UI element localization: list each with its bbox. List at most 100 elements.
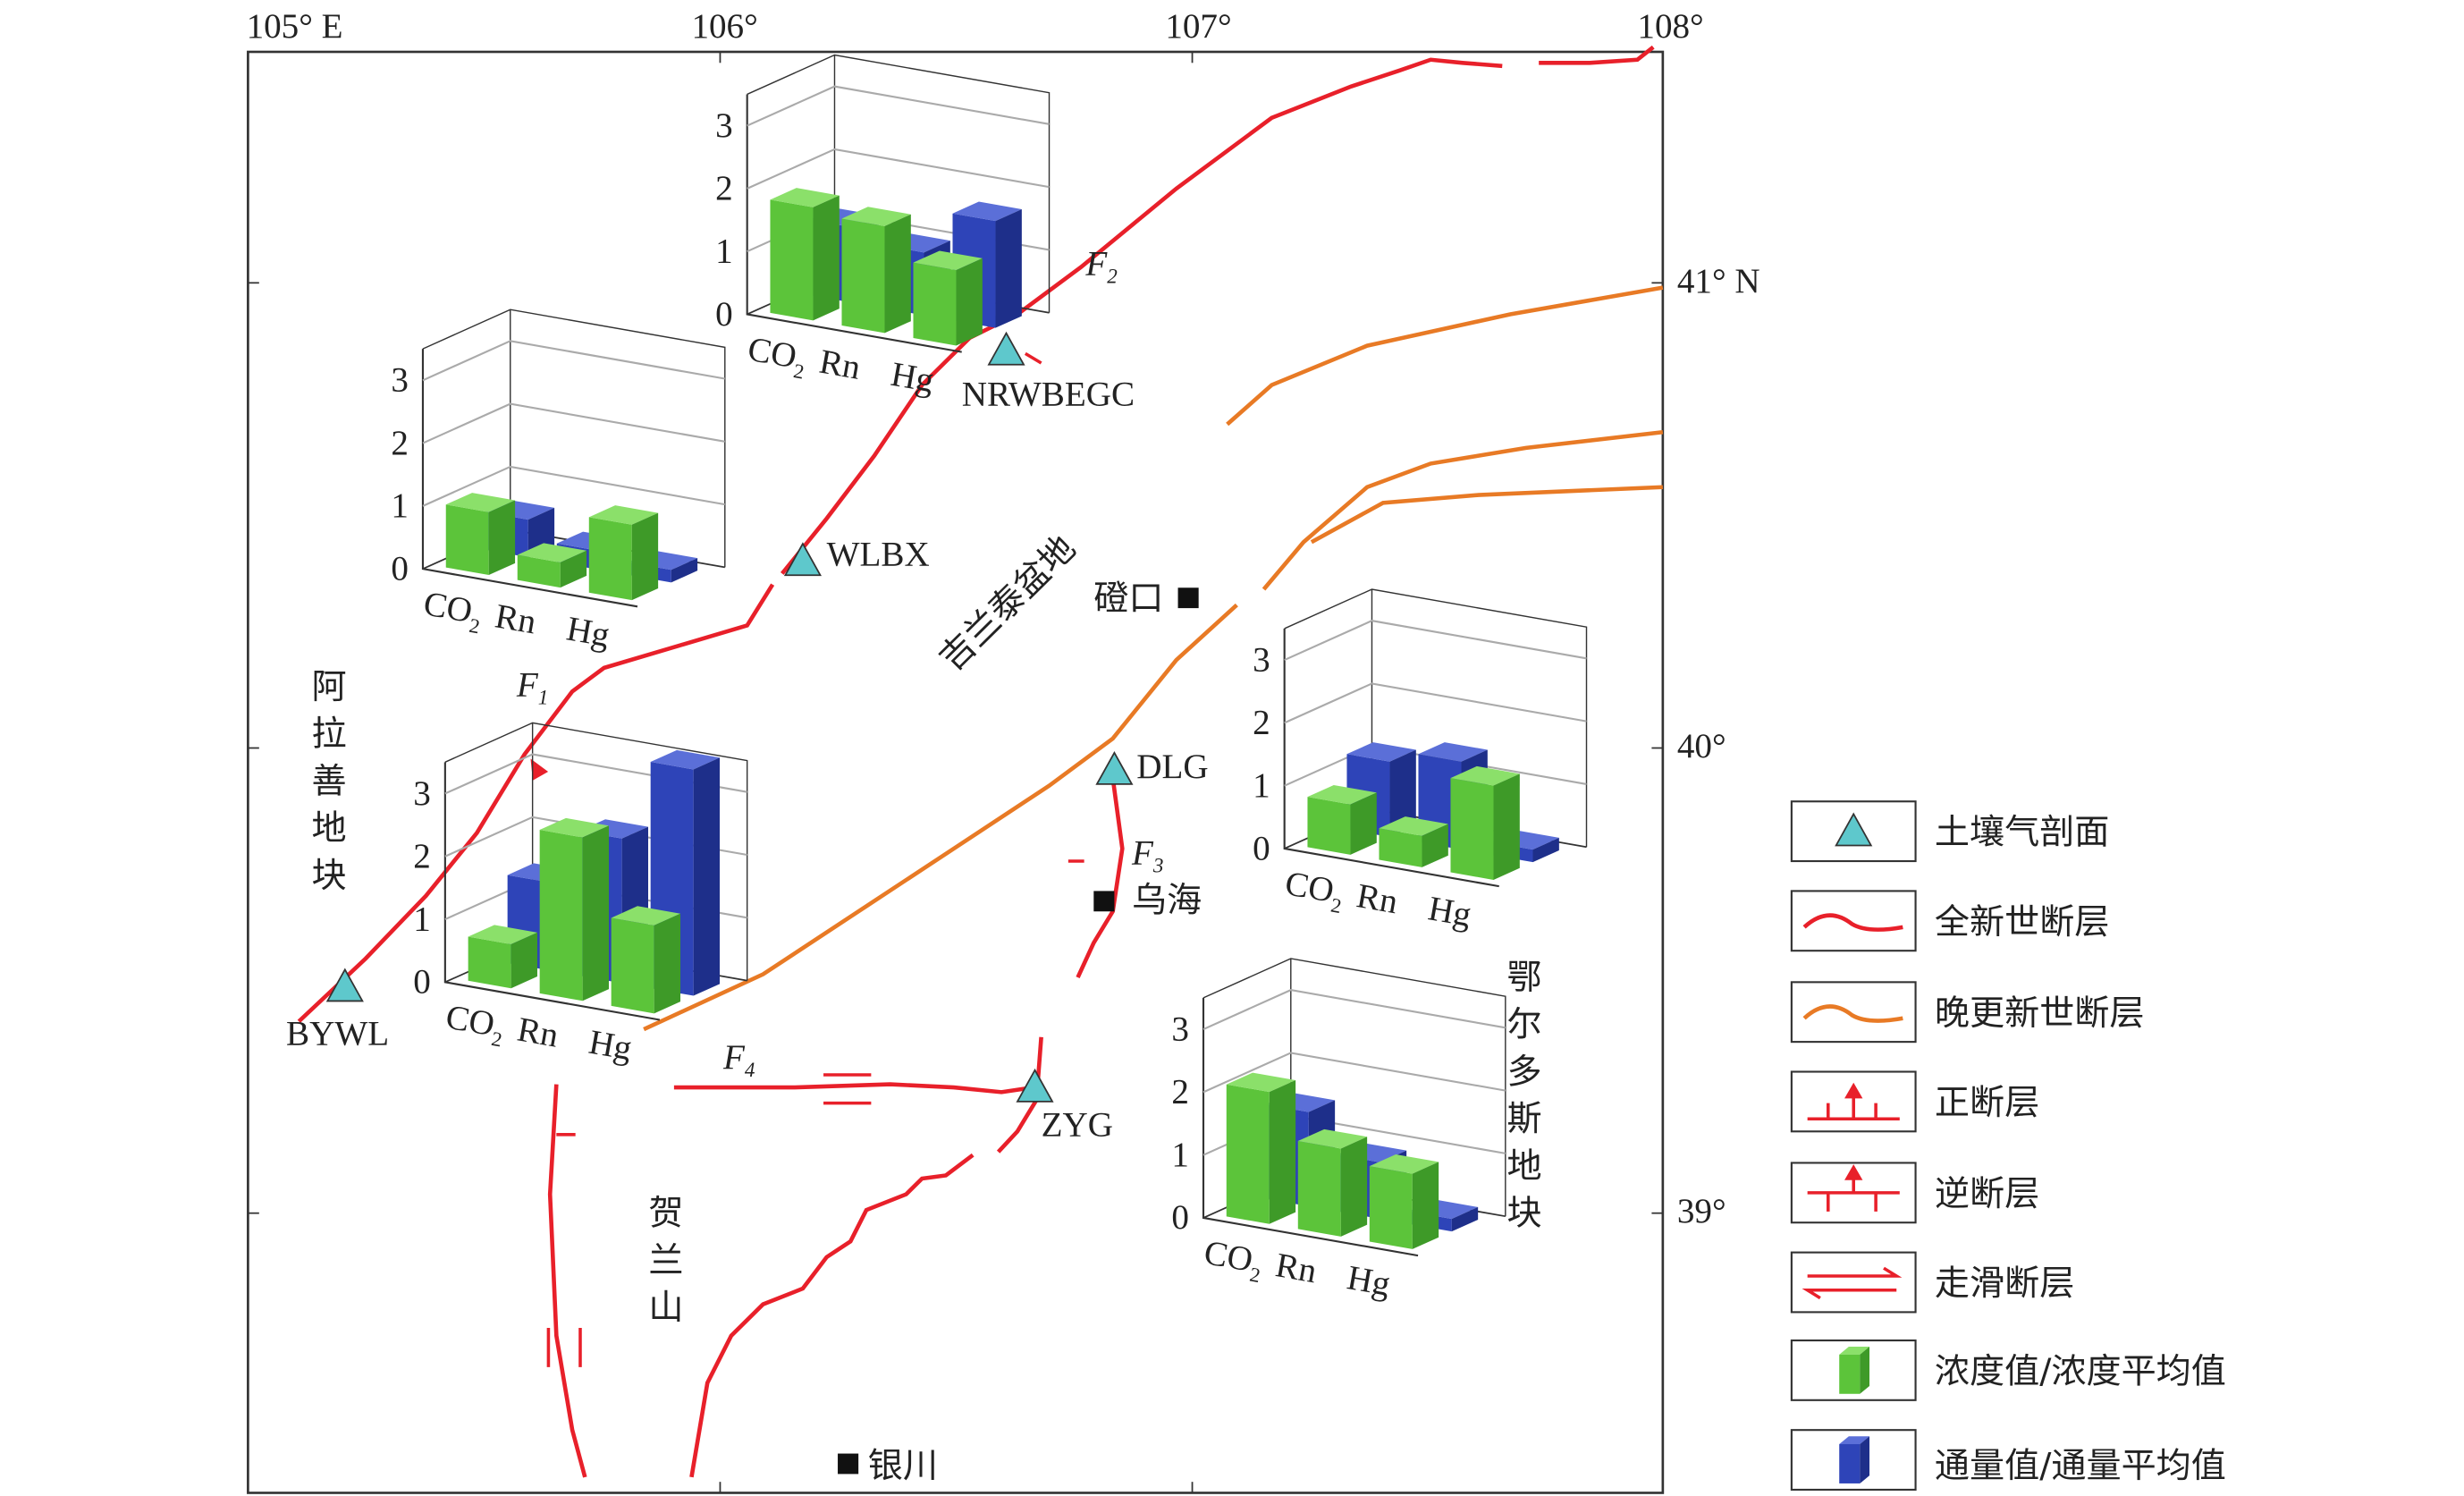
chart-axis [421,349,638,608]
svg-text:NRWBEGC: NRWBEGC [962,376,1135,414]
x-tick-label: Rn [1354,876,1400,921]
gridline [422,465,725,507]
y-tick-label: 3 [1253,641,1270,680]
y-tick-label: 2 [1171,1073,1189,1111]
concentration-bar [1450,765,1520,880]
lat-label: 40° [1677,727,1726,765]
concentration-bar [445,493,516,576]
x-tick-label: Rn [816,342,863,387]
map-frame [247,50,1665,1494]
legend: 土壤气剖面 全新世断层 晚更新世断层 正断层 逆断层 走滑断层 浓度值/浓度平均… [1790,800,2226,1492]
x-tick-label: Hg [564,610,613,655]
svg-text:ZYG: ZYG [1042,1106,1113,1145]
y-tick-label: 1 [715,232,733,271]
gridline [1202,989,1506,1031]
concentration-bar [611,906,681,1014]
chart-axis [746,94,962,353]
lon-label: 105° E [247,7,343,46]
x-tick-label: CO2 [744,330,810,384]
legend-flux-icon [1839,1436,1870,1483]
svg-text:WLBX: WLBX [827,536,930,574]
y-tick-label: 3 [391,361,409,400]
region-alashan: 阿拉善地块 [306,668,346,904]
y-tick-label: 1 [413,900,431,939]
concentration-bar [1307,784,1377,855]
svg-text:F2: F2 [1084,245,1117,288]
region-ordos: 鄂尔多斯地块 [1501,959,1541,1241]
lat-label: 41° N [1677,262,1760,300]
cities: 磴口 乌海 银川 [838,579,1202,1486]
x-tick-label: Rn [493,597,539,642]
gridline [1284,620,1587,662]
late-pleistocene-faults [643,285,1664,1032]
svg-text:晚更新世断层: 晚更新世断层 [1935,993,2145,1034]
y-tick-label: 0 [391,550,409,588]
svg-text:BYWL: BYWL [286,1015,389,1053]
concentration-bar [770,188,840,321]
x-tick-label: CO2 [442,998,508,1052]
svg-text:磴口: 磴口 [1093,579,1163,619]
x-tick-label: Rn [1273,1246,1320,1290]
chart-axis [443,762,661,1021]
svg-text:走滑断层: 走滑断层 [1935,1264,2074,1304]
y-tick-label: 2 [715,169,733,207]
y-tick-label: 2 [391,424,409,462]
chart-wall [444,722,748,981]
y-tick-label: 3 [715,106,733,145]
concentration-bar [841,207,911,334]
gridline [1202,1052,1506,1094]
lon-label: 106° [691,7,757,46]
chart-axis [1202,997,1419,1257]
svg-text:全新世断层: 全新世断层 [1935,902,2110,942]
concentration-bar [517,543,587,588]
gridline [422,340,725,382]
svg-text:乌海: 乌海 [1132,880,1202,920]
svg-text:F3: F3 [1131,834,1163,877]
y-tick-label: 3 [1171,1010,1189,1049]
y-tick-label: 0 [715,295,733,334]
site-icon [987,331,1025,366]
x-tick-label: Hg [888,355,937,400]
lon-label: 107° [1165,7,1231,46]
x-tick-label: CO2 [1200,1233,1266,1287]
concentration-bar [539,817,609,1002]
site-icon [1016,1068,1054,1103]
region-jilantai: 吉兰泰盆地 [932,528,1084,679]
svg-text:通量值/通量平均值: 通量值/通量平均值 [1935,1446,2226,1486]
svg-text:F4: F4 [722,1038,755,1081]
gridline [422,402,725,444]
x-tick-label: Rn [514,1010,561,1055]
concentration-bar [468,925,537,989]
concentration-bar [1297,1128,1368,1237]
svg-text:正断层: 正断层 [1935,1083,2039,1123]
x-tick-label: Hg [1425,889,1474,934]
lon-label: 108° [1637,7,1703,46]
lat-label: 39° [1677,1192,1726,1230]
gridline [747,148,1050,190]
legend-reverse-fault-icon [1807,1164,1900,1212]
legend-strike-slip-icon [1802,1266,1903,1300]
svg-text:DLG: DLG [1136,748,1208,786]
y-tick-label: 2 [413,837,431,875]
region-helan: 贺兰山 [643,1195,683,1336]
legend-normal-fault-icon [1807,1082,1900,1120]
svg-text:逆断层: 逆断层 [1935,1174,2039,1214]
x-tick-label: Hg [586,1023,635,1068]
y-tick-label: 0 [413,963,431,1002]
lon-ticks [248,51,1663,1493]
chart-wall [1202,958,1506,1217]
x-tick-label: CO2 [1281,864,1347,917]
chart-axis [1283,628,1499,888]
y-tick-label: 1 [391,486,409,525]
legend-holocene-icon [1802,913,1903,932]
site-icon [325,968,364,1002]
site-icon [1095,750,1134,785]
concentration-bar [1369,1154,1439,1249]
concentration-bar [588,505,659,601]
